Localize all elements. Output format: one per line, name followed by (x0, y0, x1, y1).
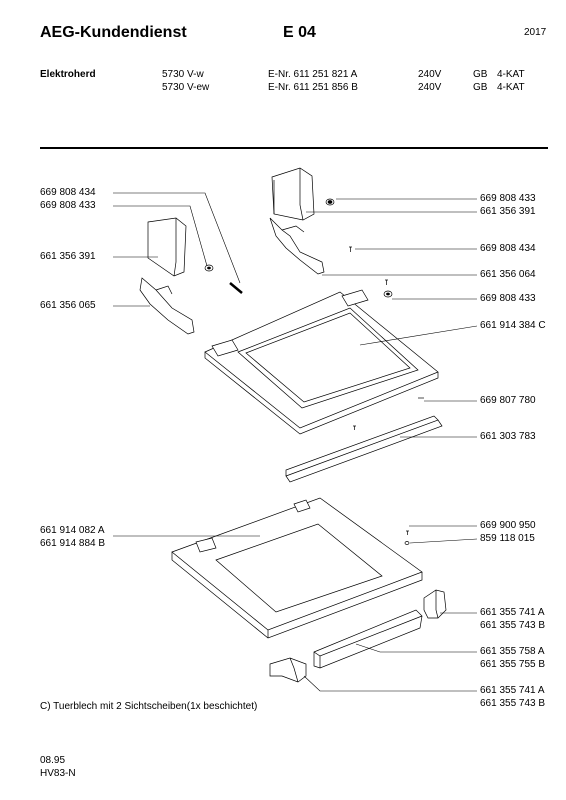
outer-door-panel (171, 497, 423, 639)
washer-right-2 (383, 290, 393, 298)
brand-title: AEG-Kundendienst (40, 24, 187, 41)
part-number: 669 808 433 (480, 193, 536, 204)
footer: 08.95 HV83-N (40, 755, 76, 780)
model-2: 5730 V-ew (162, 81, 210, 93)
part-number: 661 356 391 (480, 206, 536, 217)
inner-glass-panel (204, 289, 439, 435)
part-number: 669 900 950 (480, 520, 536, 531)
kat-2: 4-KAT (497, 81, 525, 93)
kat-1: 4-KAT (497, 69, 525, 80)
product-category: Elektroherd (40, 69, 96, 80)
screw-left (229, 282, 243, 294)
part-number: 669 808 434 (480, 243, 536, 254)
page-code: E 04 (283, 24, 316, 41)
part-number: 661 356 065 (40, 300, 96, 311)
country-1: GB (473, 69, 488, 80)
hinge-left (139, 217, 195, 335)
part-number: 669 807 780 (480, 395, 536, 406)
part-number: 661 355 741 A (480, 685, 545, 696)
voltage-column: 240V 240V (418, 69, 441, 94)
part-number: 661 356 391 (40, 251, 96, 262)
kat-column: 4-KAT 4-KAT (497, 69, 525, 94)
enr-1: E-Nr. 611 251 821 A (268, 69, 358, 80)
handle-cap-right (423, 589, 447, 619)
enr-2: E-Nr. 611 251 856 B (268, 81, 358, 93)
part-number: 661 356 064 (480, 269, 536, 280)
screw-small-3 (353, 425, 356, 430)
voltage-1: 240V (418, 69, 442, 80)
leader-lines (113, 192, 478, 692)
washer-top-right (325, 198, 335, 206)
screw-small-4 (406, 530, 409, 535)
part-number: 661 355 743 B (480, 620, 546, 631)
part-number: 661 914 082 A (40, 525, 105, 536)
header-divider (40, 147, 548, 149)
handle-bar (313, 609, 423, 669)
part-number: 661 355 743 B (480, 698, 546, 709)
enr-column: E-Nr. 611 251 821 A E-Nr. 611 251 856 B (268, 69, 358, 94)
part-number: 661 914 384 C (480, 320, 546, 331)
part-number: 669 808 434 (40, 187, 96, 198)
diagram-caption: C) Tuerblech mit 2 Sichtscheiben(1x besc… (40, 701, 258, 712)
washer-left (204, 264, 214, 272)
model-column: 5730 V-w 5730 V-ew (162, 69, 209, 94)
part-number: 669 808 433 (40, 200, 96, 211)
voltage-2: 240V (418, 81, 442, 93)
footer-ref: HV83-N (40, 767, 76, 779)
part-number: 661 355 741 A (480, 607, 545, 618)
part-number: 661 303 783 (480, 431, 536, 442)
washer-small (404, 541, 410, 545)
part-number: 859 118 015 (480, 533, 535, 544)
country-column: GB GB (473, 69, 487, 94)
part-number: 661 355 758 A (480, 646, 545, 657)
frame-strip (285, 415, 443, 483)
screw-small-2 (385, 279, 388, 285)
part-number: 661 355 755 B (480, 659, 546, 670)
year-label: 2017 (524, 27, 547, 38)
model-1: 5730 V-w (162, 69, 204, 80)
hinge-top-right (269, 167, 325, 275)
screw-small-1 (349, 246, 352, 252)
part-number: 661 914 884 B (40, 538, 106, 549)
part-number: 669 808 433 (480, 293, 536, 304)
country-2: GB (473, 81, 488, 93)
footer-date: 08.95 (40, 755, 66, 766)
handle-cap-left (269, 657, 307, 683)
